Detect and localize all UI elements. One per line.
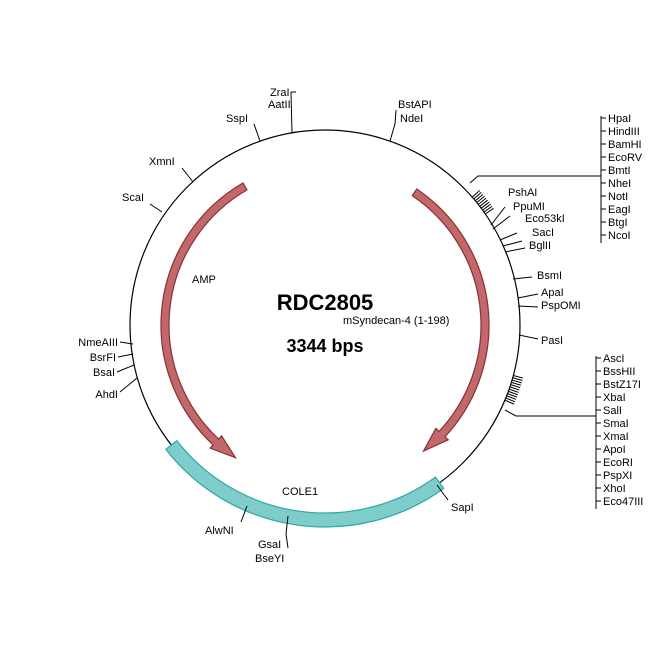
- cluster-site-label[interactable]: XbaI: [603, 392, 626, 404]
- plasmid-size: 3344 bps: [286, 336, 363, 356]
- site-label-bsrfi[interactable]: BsrFI: [90, 352, 116, 364]
- site-label-pshai[interactable]: PshAI: [508, 187, 537, 199]
- cluster-site-tick: [474, 193, 484, 202]
- cluster-site-label[interactable]: BmtI: [608, 165, 631, 177]
- cluster-top-sites: HpaIHindIIIBamHIEcoRVBmtINheINotIEagIBtg…: [469, 113, 643, 243]
- site-label-alwni[interactable]: AlwNI: [205, 525, 234, 537]
- cluster-site-tick: [471, 190, 481, 198]
- site-label-sapi[interactable]: SapI: [451, 502, 474, 514]
- site-label-aatii[interactable]: AatII: [268, 99, 291, 111]
- cluster-site-tick: [512, 377, 523, 381]
- amp-feature-label: AMP: [192, 274, 216, 286]
- cluster-site-label[interactable]: EcoRI: [603, 457, 633, 469]
- cluster-site-tick: [485, 207, 494, 215]
- cluster-site-label[interactable]: PspXI: [603, 470, 632, 482]
- cluster-site-tick: [476, 195, 485, 203]
- site-label-apai[interactable]: ApaI: [541, 287, 564, 299]
- cluster-site-tick: [511, 381, 522, 386]
- cluster-site-label[interactable]: EcoRV: [608, 152, 643, 164]
- cole1-feature-label: COLE1: [282, 486, 318, 498]
- cluster-site-tick: [508, 388, 519, 393]
- site-ticks: [116, 91, 539, 549]
- cluster-site-tick: [510, 384, 521, 389]
- plasmid-name: RDC2805: [277, 290, 374, 315]
- cluster-bottom-sites: AscIBssHIIBstZ17IXbaISalISmaIXmaIApoIEco…: [504, 353, 643, 509]
- site-label-nmeaiii[interactable]: NmeAIII: [78, 337, 118, 349]
- cluster-site-tick: [473, 192, 482, 200]
- site-label-pspomi[interactable]: PspOMI: [541, 300, 581, 312]
- cluster-site-tick: [509, 386, 520, 391]
- cluster-site-tick: [511, 379, 522, 384]
- cluster-site-label[interactable]: BamHI: [608, 139, 642, 151]
- site-label-bsai[interactable]: BsaI: [93, 367, 115, 379]
- site-label-gsai[interactable]: GsaI: [258, 539, 281, 551]
- cluster-site-tick: [482, 203, 491, 211]
- site-label-ndei[interactable]: NdeI: [400, 113, 423, 125]
- cluster-site-label[interactable]: NcoI: [608, 230, 631, 242]
- cluster-site-label[interactable]: SalI: [603, 405, 622, 417]
- cluster-site-tick: [506, 395, 517, 400]
- site-label-bsmi[interactable]: BsmI: [537, 270, 562, 282]
- cluster-site-label[interactable]: BssHII: [603, 366, 635, 378]
- cluster-site-label[interactable]: Eco47III: [603, 496, 643, 508]
- site-label-ppumi[interactable]: PpuMI: [513, 201, 545, 213]
- site-label-bglii[interactable]: BglII: [529, 240, 551, 252]
- cluster-leader-line: [504, 409, 596, 417]
- cluster-site-label[interactable]: BtgI: [608, 217, 628, 229]
- cluster-site-label[interactable]: XmaI: [603, 431, 629, 443]
- cole1-feature-bar[interactable]: [164, 439, 445, 528]
- site-label-scai[interactable]: ScaI: [122, 192, 144, 204]
- cluster-site-label[interactable]: SmaI: [603, 418, 629, 430]
- cluster-site-tick: [504, 399, 515, 405]
- site-label-xmni[interactable]: XmnI: [149, 156, 175, 168]
- cluster-site-label[interactable]: NotI: [608, 191, 628, 203]
- cluster-site-tick: [513, 374, 524, 379]
- amp-feature-arrow[interactable]: [160, 182, 248, 459]
- cluster-site-label[interactable]: HindIII: [608, 126, 640, 138]
- cluster-site-tick: [477, 197, 487, 205]
- site-label-bseyi[interactable]: BseYI: [255, 553, 284, 565]
- cluster-site-tick: [480, 201, 490, 209]
- site-label-eco53ki[interactable]: Eco53kI: [525, 213, 565, 225]
- cluster-site-label[interactable]: AscI: [603, 353, 624, 365]
- msyndecan-feature-label: mSyndecan-4 (1-198): [343, 315, 449, 327]
- site-label-sspi[interactable]: SspI: [226, 113, 248, 125]
- cluster-leader-line: [469, 175, 601, 184]
- cluster-site-label[interactable]: ApoI: [603, 444, 626, 456]
- cluster-site-label[interactable]: XhoI: [603, 483, 626, 495]
- cluster-site-tick: [508, 390, 518, 396]
- cluster-site-tick: [479, 199, 488, 207]
- site-label-pasi[interactable]: PasI: [541, 335, 563, 347]
- cluster-site-tick: [507, 393, 518, 398]
- cluster-site-label[interactable]: BstZ17I: [603, 379, 641, 391]
- site-label-ahdi[interactable]: AhdI: [95, 389, 118, 401]
- site-label-saci[interactable]: SacI: [532, 227, 554, 239]
- cluster-site-label[interactable]: NheI: [608, 178, 631, 190]
- cluster-site-tick: [505, 397, 516, 403]
- cluster-site-tick: [483, 205, 493, 213]
- site-label-zrai[interactable]: ZraI: [270, 87, 290, 99]
- cluster-site-label[interactable]: HpaI: [608, 113, 631, 125]
- msyndecan-feature-arrow[interactable]: [411, 188, 490, 453]
- cluster-site-label[interactable]: EagI: [608, 204, 631, 216]
- site-label-bstapi[interactable]: BstAPI: [398, 99, 432, 111]
